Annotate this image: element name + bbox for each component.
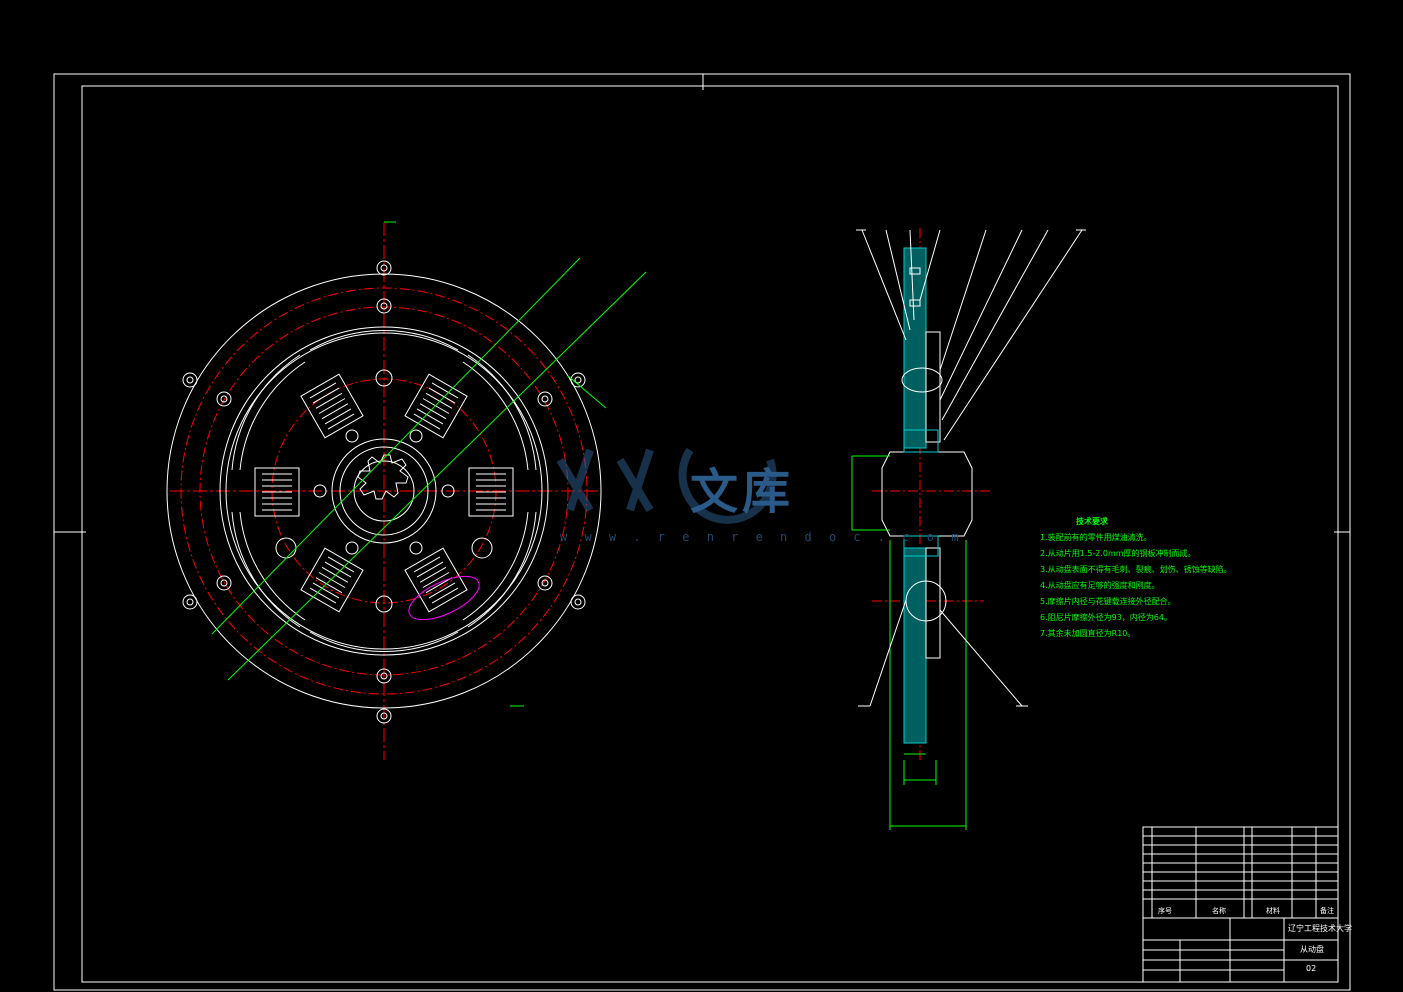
header-no: 序号 [1158, 907, 1172, 915]
title-block-grid [1142, 826, 1339, 983]
requirement-item: 7.其余未加圆直径为R10。 [1040, 629, 1136, 638]
watermark-brand: 文库 [690, 464, 795, 520]
technical-requirements: 技术要求 1.装配前有的零件用煤油清洗。 2.从动片用1.5-2.0mm厚的钢板… [1040, 514, 1232, 642]
requirement-item: 1.装配前有的零件用煤油清洗。 [1040, 533, 1152, 542]
section-view [851, 228, 1086, 830]
inner-border [81, 85, 1339, 983]
school-name: 辽宁工程技术大学 [1288, 924, 1352, 933]
drawing-number: 02 [1306, 964, 1317, 973]
requirements-title: 技术要求 [1076, 517, 1108, 526]
requirement-item: 4.从动盘应有足够的强度和刚度。 [1040, 581, 1160, 590]
drawing-name: 从动盘 [1300, 945, 1324, 954]
watermark-logo [556, 447, 777, 524]
header-note: 备注 [1320, 907, 1334, 915]
requirement-item: 5.摩擦片内径与花键载连接外径配合。 [1040, 597, 1176, 606]
header-name: 名称 [1212, 907, 1226, 915]
front-view [166, 221, 647, 760]
requirement-item: 6.阻尼片摩擦外径为93，内径为64。 [1040, 613, 1172, 622]
requirement-item: 2.从动片用1.5-2.0mm厚的钢板冲制而成。 [1040, 549, 1196, 558]
requirement-item: 3.从动盘表面不得有毛刺、裂痕、划伤、锈蚀等缺陷。 [1040, 565, 1232, 574]
header-material: 材料 [1266, 907, 1280, 915]
watermark-url: w w w . r e n r e n d o c . c o m [560, 530, 964, 544]
